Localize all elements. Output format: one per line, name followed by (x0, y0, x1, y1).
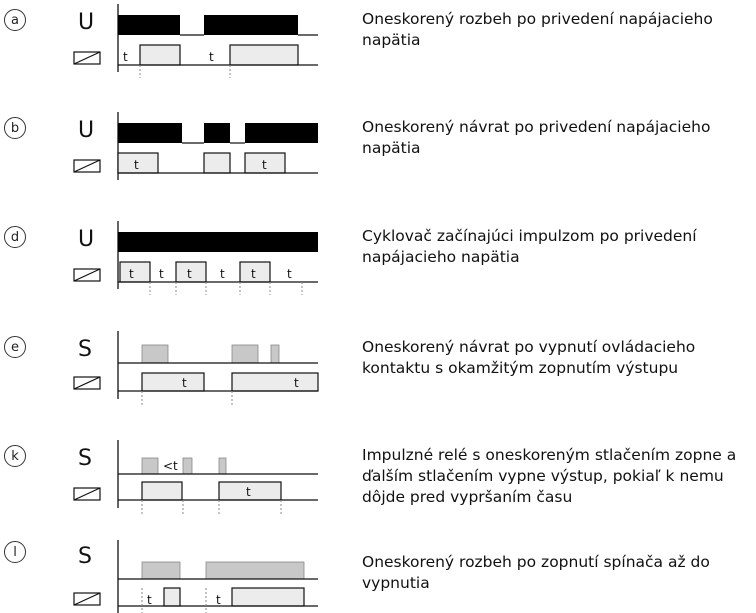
timing-diagram-l: t t (117, 540, 318, 613)
signal-pulse (118, 15, 180, 35)
output-pulse (231, 587, 305, 607)
signal-label-b: U (78, 118, 95, 143)
relay-coil-icon (73, 487, 101, 501)
delay-label: t (182, 376, 187, 390)
signal-pulse (141, 344, 169, 364)
relay-coil-icon (73, 268, 101, 282)
delay-label: t (187, 267, 192, 281)
signal-label-a: U (78, 10, 95, 35)
delay-label: t (159, 267, 164, 281)
output-pulse (231, 372, 319, 392)
signal-pulse (141, 561, 181, 580)
output-pulse (141, 372, 205, 392)
relay-coil-icon (73, 51, 101, 65)
description-b: Oneskorený návrat po privedení napájacie… (362, 118, 711, 157)
signal-pulse (231, 344, 259, 364)
relay-coil-icon (73, 159, 101, 173)
short-delay-label: <t (163, 459, 178, 473)
delay-label: t (287, 267, 292, 281)
delay-label: t (294, 376, 299, 390)
letter-badge-d: d (4, 226, 26, 248)
description-l: Oneskorený rozbeh po zopnutí spínača až … (362, 553, 710, 592)
timing-diagram-a: t t (117, 4, 318, 78)
timing-diagram-k: <t t (117, 440, 318, 514)
signal-pulse (118, 232, 318, 252)
signal-pulse (204, 123, 230, 143)
delay-label: t (209, 50, 214, 64)
signal-pulse (245, 123, 318, 143)
delay-label: t (262, 158, 267, 172)
description-a: Oneskorený rozbeh po privedení napájacie… (362, 10, 713, 49)
signal-label-e: S (78, 337, 92, 362)
description-d: Cyklovač začínajúci impulzom po priveden… (362, 227, 697, 266)
letter-badge-e: e (4, 336, 26, 358)
letter-badge-b: b (4, 117, 26, 139)
delay-label: t (147, 593, 152, 607)
signal-label-l: S (78, 544, 92, 569)
output-pulse (203, 152, 231, 174)
signal-pulse (204, 15, 298, 35)
timing-diagram-e: t t (117, 331, 319, 405)
delay-label: t (220, 267, 225, 281)
letter-badge-a: a (4, 9, 26, 31)
signal-pulse (182, 457, 193, 475)
output-pulse (141, 481, 183, 501)
timing-diagram-d: t t t t t t (117, 221, 318, 295)
relay-coil-icon (73, 592, 101, 606)
delay-label: t (216, 593, 221, 607)
signal-label-k: S (78, 446, 92, 471)
signal-label-d: U (78, 227, 95, 252)
delay-label: t (246, 485, 251, 499)
signal-pulse (118, 123, 182, 143)
output-pulse (139, 44, 181, 66)
letter-badge-k: k (4, 445, 26, 467)
output-pulse (229, 44, 299, 66)
description-e: Oneskorený návrat po vypnutí ovládacieho… (362, 338, 696, 377)
signal-pulse (218, 457, 227, 475)
delay-label: t (123, 50, 128, 64)
delay-label: t (129, 267, 134, 281)
signal-pulse (141, 457, 159, 475)
delay-label: t (251, 267, 256, 281)
letter-badge-l: l (4, 541, 26, 563)
output-pulse (163, 587, 181, 607)
description-k: Impulzné relé s oneskoreným stlačením zo… (362, 446, 737, 506)
signal-pulse (270, 344, 280, 364)
output-pulse (119, 261, 151, 283)
relay-coil-icon (73, 376, 101, 390)
timing-diagram-b: t t (117, 112, 318, 180)
signal-pulse (205, 561, 305, 580)
delay-label: t (134, 158, 139, 172)
